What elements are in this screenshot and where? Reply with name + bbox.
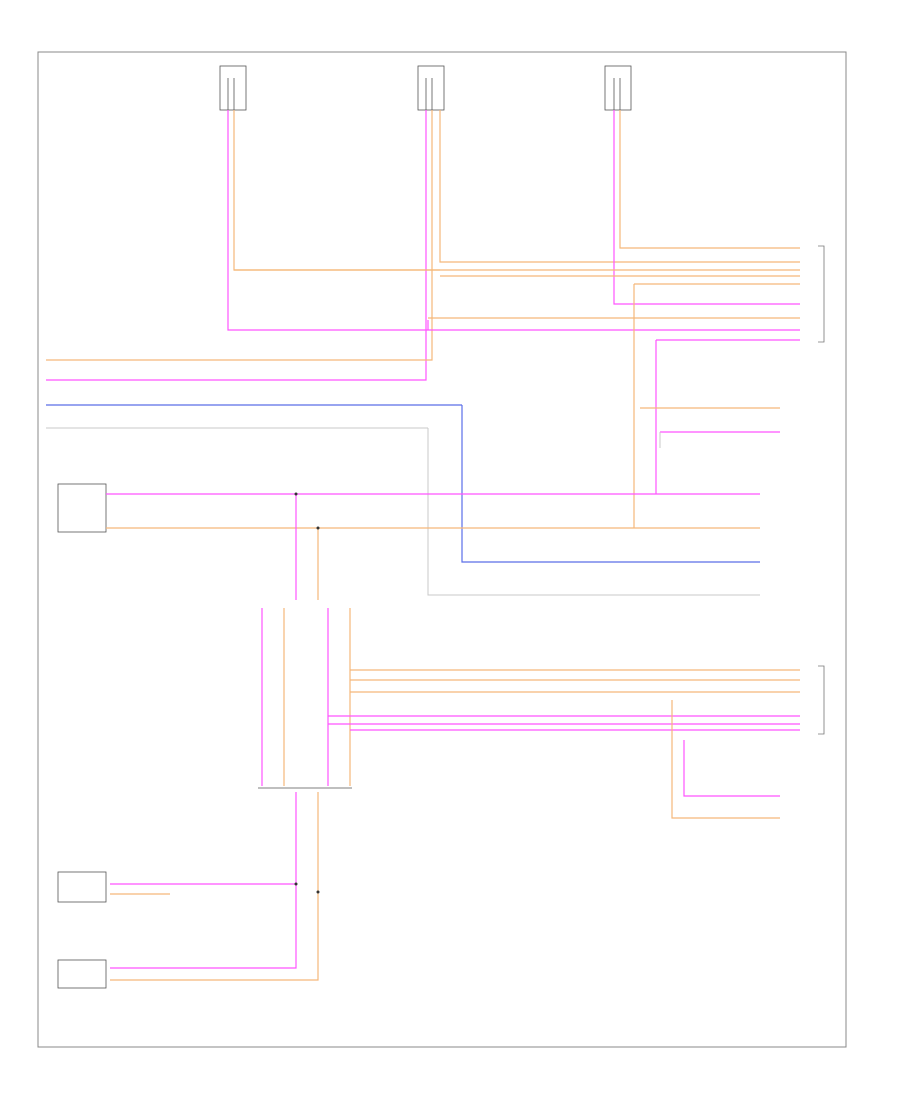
module-top-mid xyxy=(417,65,445,111)
wire-orange xyxy=(619,110,800,249)
splice-point xyxy=(294,492,298,496)
wire-orange xyxy=(439,110,800,263)
diagram-frame xyxy=(37,51,847,1048)
module-top-left xyxy=(219,65,247,111)
wire-pink xyxy=(110,792,297,969)
wire-blue xyxy=(461,405,760,563)
splice-point xyxy=(316,526,320,530)
module-bottom-left-2 xyxy=(57,959,107,989)
module-top-right xyxy=(604,65,632,111)
wire-orange xyxy=(110,792,319,981)
wire-orange xyxy=(46,110,433,361)
connector-bracket xyxy=(818,245,825,343)
splice-point xyxy=(316,890,320,894)
wire-pink xyxy=(227,110,428,331)
module-bottom-left-1 xyxy=(57,871,107,903)
module-left-box xyxy=(57,483,107,533)
splice-point xyxy=(294,882,298,886)
wire-orange xyxy=(233,110,440,271)
wire-orange xyxy=(671,700,780,819)
center-block xyxy=(258,787,352,789)
wire-pink xyxy=(46,110,427,381)
wire-pink xyxy=(683,740,780,797)
wire-pink xyxy=(613,110,800,305)
connector-bracket xyxy=(818,665,825,735)
wire-gray xyxy=(427,428,760,596)
